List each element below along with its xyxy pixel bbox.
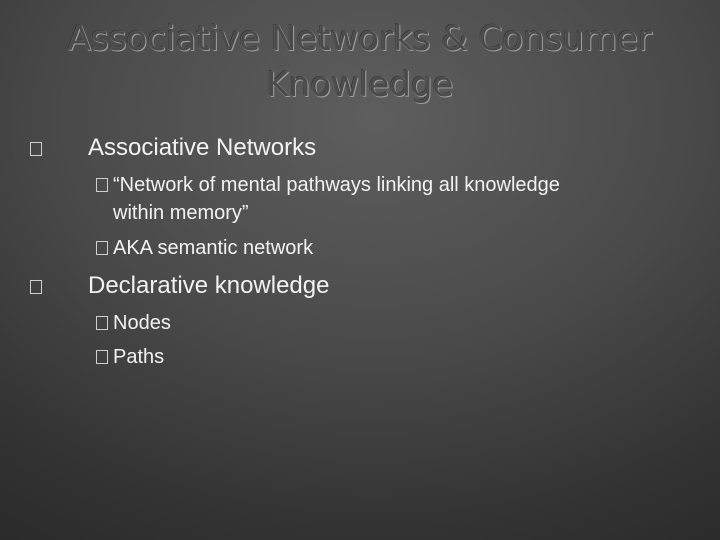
sub-bullet-text: Nodes bbox=[113, 312, 171, 334]
sub-bullet-text: Paths bbox=[113, 346, 165, 368]
bullet-box-icon bbox=[96, 178, 108, 192]
sub-bullet-nodes: Nodes bbox=[96, 309, 696, 337]
bullet-associative-networks: Associative Networks bbox=[30, 134, 690, 162]
slide-title: Associative Networks & Consumer Knowledg… bbox=[0, 16, 720, 108]
bullet-box-icon bbox=[30, 142, 42, 156]
title-line-1: Associative Networks & Consumer bbox=[67, 19, 653, 59]
title-line-2: Knowledge bbox=[266, 65, 454, 105]
sub-bullet-aka: AKA semantic network bbox=[96, 234, 696, 262]
sub-bullet-text-line-2: within memory” bbox=[113, 202, 249, 224]
sub-bullet-paths: Paths bbox=[96, 343, 696, 371]
sub-bullet-text: AKA semantic network bbox=[113, 237, 314, 259]
bullet-box-icon bbox=[96, 350, 108, 364]
bullet-text: Declarative knowledge bbox=[88, 272, 330, 299]
bullet-declarative-knowledge: Declarative knowledge bbox=[30, 272, 690, 300]
bullet-box-icon bbox=[96, 316, 108, 330]
sub-bullet-text-line-1: “Network of mental pathways linking all … bbox=[113, 174, 560, 196]
bullet-text: Associative Networks bbox=[88, 134, 317, 161]
bullet-box-icon bbox=[96, 241, 108, 255]
sub-bullet-definition: “Network of mental pathways linking all … bbox=[96, 171, 696, 227]
bullet-box-icon bbox=[30, 280, 42, 294]
